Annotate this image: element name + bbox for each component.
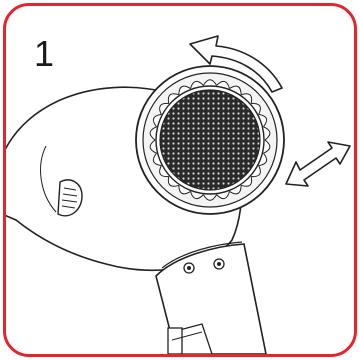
hair-dryer-illustration xyxy=(6,6,354,354)
pull-arrow-icon xyxy=(286,142,350,186)
instruction-panel: 1 xyxy=(3,3,357,357)
mesh-grill xyxy=(160,90,260,190)
